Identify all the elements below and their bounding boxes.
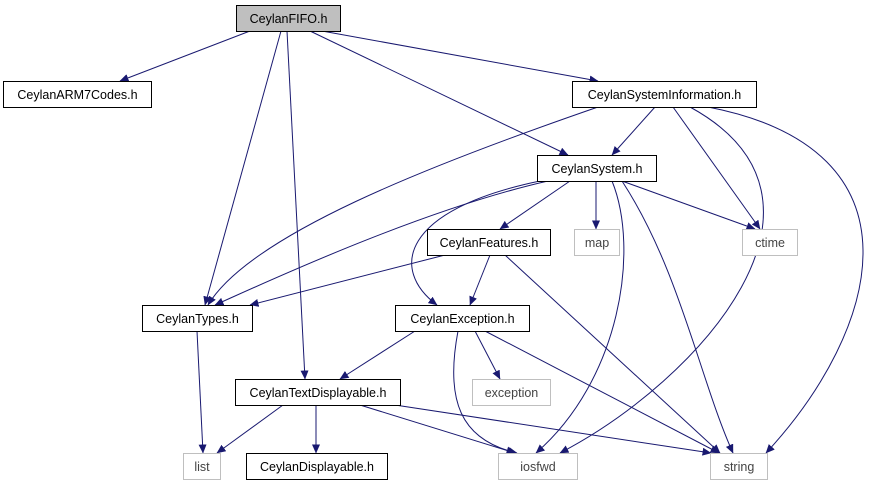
node-label: iosfwd bbox=[520, 460, 555, 474]
node-label: map bbox=[585, 236, 609, 250]
node-types[interactable]: CeylanTypes.h bbox=[142, 305, 253, 332]
edge-fifo-to-textdisp bbox=[286, 30, 309, 380]
node-box bbox=[498, 453, 578, 480]
node-box bbox=[472, 379, 551, 406]
node-exception: exception bbox=[472, 379, 551, 406]
node-label: ctime bbox=[755, 236, 785, 250]
node-label: CeylanFIFO.h bbox=[250, 12, 328, 26]
node-box bbox=[142, 305, 253, 332]
node-box bbox=[246, 453, 388, 480]
edge-features-to-types bbox=[249, 254, 446, 307]
node-label: CeylanSystem.h bbox=[551, 162, 642, 176]
node-label: string bbox=[724, 460, 755, 474]
edge-fifo-to-system bbox=[309, 30, 569, 156]
node-displayable[interactable]: CeylanDisplayable.h bbox=[246, 453, 388, 480]
node-box bbox=[427, 229, 551, 256]
edge-exception_h-to-iosfwd bbox=[453, 330, 518, 456]
node-label: CeylanDisplayable.h bbox=[260, 460, 374, 474]
node-label: CeylanSystemInformation.h bbox=[588, 88, 742, 102]
node-sysinfo[interactable]: CeylanSystemInformation.h bbox=[572, 81, 757, 108]
edge-fifo-to-sysinfo bbox=[321, 30, 599, 84]
edge-system-to-string bbox=[621, 180, 734, 454]
edge-exception_h-to-string bbox=[484, 330, 720, 454]
node-box bbox=[710, 453, 768, 480]
edge-sysinfo-to-system bbox=[611, 106, 656, 156]
edge-features-to-string bbox=[504, 254, 721, 454]
node-label: exception bbox=[485, 386, 539, 400]
node-system[interactable]: CeylanSystem.h bbox=[537, 155, 657, 182]
node-box bbox=[235, 379, 401, 406]
edge-system-to-ctime bbox=[621, 180, 756, 230]
node-box bbox=[395, 305, 530, 332]
node-box bbox=[572, 81, 757, 108]
node-label: CeylanTypes.h bbox=[156, 312, 239, 326]
node-list: list bbox=[183, 453, 221, 480]
edge-features-to-exception_h bbox=[469, 254, 491, 306]
node-arm7[interactable]: CeylanARM7Codes.h bbox=[3, 81, 152, 108]
node-label: CeylanARM7Codes.h bbox=[17, 88, 137, 102]
edge-textdisp-to-list bbox=[216, 404, 284, 454]
edge-system-to-iosfwd bbox=[535, 180, 625, 454]
edge-fifo-to-arm7 bbox=[119, 30, 251, 82]
edge-sysinfo-to-types bbox=[207, 106, 599, 306]
edge-textdisp-to-iosfwd bbox=[359, 404, 516, 455]
edge-sysinfo-to-ctime bbox=[672, 106, 761, 230]
node-box bbox=[742, 229, 798, 256]
node-string: string bbox=[710, 453, 768, 480]
node-textdisp[interactable]: CeylanTextDisplayable.h bbox=[235, 379, 401, 406]
edge-exception_h-to-exception bbox=[474, 330, 501, 380]
edge-system-to-features bbox=[499, 180, 571, 230]
node-fifo[interactable]: CeylanFIFO.h bbox=[236, 5, 341, 32]
node-ctime: ctime bbox=[742, 229, 798, 256]
edges-layer bbox=[119, 30, 864, 456]
edge-types-to-list bbox=[196, 330, 207, 454]
edge-textdisp-to-string bbox=[394, 404, 712, 456]
edge-exception_h-to-textdisp bbox=[339, 330, 416, 380]
node-box bbox=[537, 155, 657, 182]
node-box bbox=[574, 229, 620, 256]
node-box bbox=[236, 5, 341, 32]
node-map: map bbox=[574, 229, 620, 256]
edge-sysinfo-to-iosfwd bbox=[559, 106, 764, 454]
edge-sysinfo-to-string bbox=[707, 106, 864, 454]
node-iosfwd: iosfwd bbox=[498, 453, 578, 480]
node-label: list bbox=[194, 460, 210, 474]
edge-system-to-types bbox=[214, 180, 549, 306]
node-box bbox=[183, 453, 221, 480]
node-label: CeylanTextDisplayable.h bbox=[250, 386, 387, 400]
node-label: CeylanFeatures.h bbox=[440, 236, 539, 250]
edge-fifo-to-types bbox=[203, 30, 282, 306]
node-exception-h[interactable]: CeylanException.h bbox=[395, 305, 530, 332]
node-box bbox=[3, 81, 152, 108]
edge-system-to-exception_h bbox=[411, 180, 541, 306]
node-features[interactable]: CeylanFeatures.h bbox=[427, 229, 551, 256]
node-label: CeylanException.h bbox=[410, 312, 514, 326]
